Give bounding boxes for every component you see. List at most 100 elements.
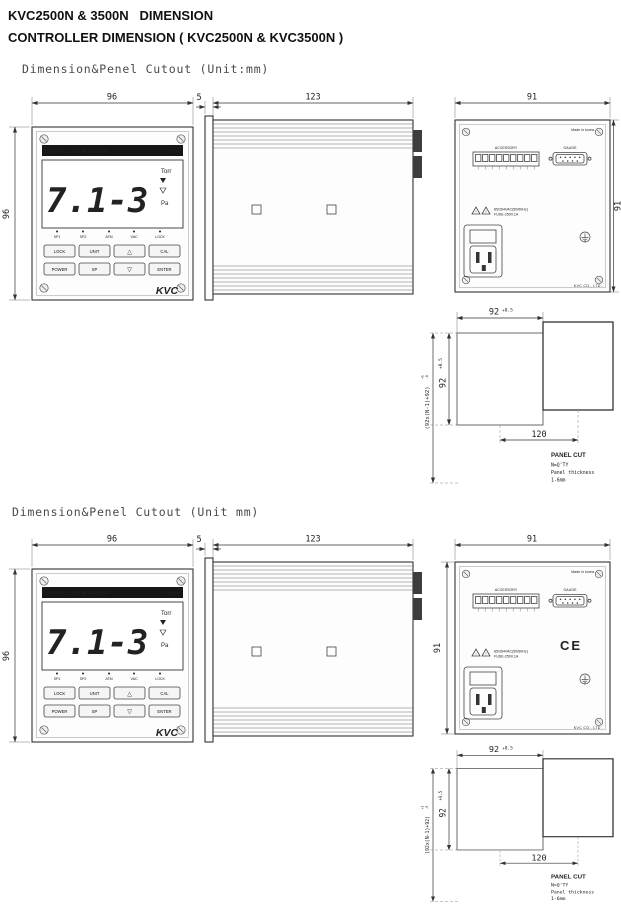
accessory-label: ACCESSORY: [495, 588, 518, 592]
warning-exclamation: !: [486, 210, 487, 214]
indicator-vac: VAC: [130, 677, 138, 681]
brand-bar: [42, 587, 183, 598]
side-body: [204, 557, 422, 743]
cal-button-label: CAL: [160, 249, 169, 254]
warning-triangle-icon: [481, 206, 491, 215]
indicator-atm: ATM: [105, 235, 112, 239]
socket-opening: [469, 687, 497, 716]
rear-connector-tab: [413, 130, 422, 152]
cut-height-label: 92: [439, 378, 449, 388]
power-inlet-socket: [463, 666, 503, 720]
front-panel: DIGITAL SHIM GAUGE KVC2500 7.1-3 Torr Pa…: [31, 126, 194, 301]
formula-tolerance-plus: +1: [420, 806, 424, 810]
indicator-row: SP1 SP2 ATM VAC LOCK: [54, 230, 165, 239]
cut-width-tolerance: +0.5: [502, 746, 513, 751]
front-height-dimension: 96: [2, 568, 30, 743]
power-button-label: POWER: [52, 267, 68, 272]
front-view-drawing-2: 96 96 DIGITAL SHIM GAUGE KVC3500 7.1-3 T…: [2, 535, 194, 743]
voltage-rating-label: 85/264VAC(50/60Hz): [494, 208, 528, 212]
gauge-label: GAUGE: [564, 146, 578, 150]
back-width-label: 91: [527, 535, 537, 545]
down-button: [113, 262, 146, 276]
front-width-dimension: 96: [31, 535, 194, 567]
indicator-lock: LOCK: [155, 677, 165, 681]
indicator-lock: LOCK: [155, 235, 165, 239]
indicator-vac: VAC: [130, 235, 138, 239]
lock-button: [43, 244, 76, 258]
company-label: KVC CO., LTD.: [574, 284, 602, 288]
rear-connector-tab: [413, 598, 422, 620]
case-screw-boss: [326, 646, 337, 657]
side-width-label: 123: [305, 535, 320, 545]
display-digits: 7.1-3: [46, 181, 148, 221]
fuse-rating-label: FUSE-250V,1A: [494, 655, 519, 659]
brand-logo: KVC: [156, 727, 179, 739]
cut-width-dimension: 92 +0.5: [456, 746, 544, 769]
formula-tolerance-minus: -0: [425, 806, 429, 810]
panel-cut-notes: PANEL CUT N=Q'TY Panel thickness 1-6mm: [551, 875, 594, 902]
cutout-hole-outline: [456, 768, 544, 851]
back-view-drawing-2: 91 91 Made in korea ACCESSORY: [433, 535, 611, 735]
fuse-drawer: [469, 229, 497, 244]
housing-body: [212, 119, 414, 295]
side-view-drawing-1: 123 5: [196, 93, 422, 301]
unit-pa-label: Pa: [161, 643, 169, 649]
indicator-sp2: SP2: [80, 677, 87, 681]
cal-button: [148, 244, 181, 258]
corner-screw: [176, 725, 186, 735]
section2-header: Dimension&Penel Cutout (Unit mm): [12, 505, 260, 519]
pitch-dimension: 120: [499, 854, 579, 866]
cutout-hole-outline: [456, 332, 544, 426]
adjacent-panel-square: [542, 758, 614, 838]
formula-tolerance-plus: +1: [421, 375, 425, 379]
pitch-label: 120: [531, 430, 546, 440]
case-screw-boss: [251, 204, 262, 215]
power-rating-note: ! ! 85/264VAC(50/60Hz) FUSE-250V,1A: [471, 648, 528, 659]
lock-button-label: LOCK: [54, 691, 66, 696]
accessory-terminal-block: [472, 593, 540, 612]
case-screw-boss: [326, 204, 337, 215]
brand-bar: [42, 145, 183, 156]
panel-cutout-drawing-2: 92 +0.5 92 +0.5 (92x(N-1)+92) +1 -0 120 …: [420, 746, 614, 902]
fuse-drawer: [469, 671, 497, 686]
panel-thickness-note: Panel thickness: [551, 470, 594, 476]
corner-screw: [176, 576, 186, 586]
sp-button: [78, 262, 111, 276]
front-panel-bezel: [36, 573, 189, 738]
rear-connector-tab: [413, 156, 422, 178]
vent-ribs-bottom: [213, 265, 413, 291]
ground-terminal-icon: [579, 673, 591, 685]
side-width-label: 123: [305, 93, 320, 103]
warning-triangle-icon: [481, 648, 491, 657]
sp-button: [78, 704, 111, 718]
up-button: [113, 686, 146, 700]
panel-cut-notes: PANEL CUT N=Q'TY Panel thickness 1-6mm: [551, 452, 594, 484]
side-flange-dimension: 5: [196, 93, 221, 114]
side-flange-dimension: 5: [196, 535, 221, 556]
back-panel-frame: [454, 561, 611, 735]
up-arrow-icon: △: [127, 248, 132, 255]
lock-button-label: LOCK: [54, 249, 66, 254]
stack-formula-label: (92x(N-1)+92): [425, 816, 431, 854]
corner-screw: [594, 127, 604, 137]
power-button-label: POWER: [52, 709, 68, 714]
brand-logo: KVC: [156, 285, 179, 297]
panel-cut-title: PANEL CUT: [551, 452, 586, 459]
panel-cut-qty-note: N=Q'TY: [551, 463, 568, 469]
stack-formula-dimension: (92x(N-1)+92) +1 -0: [421, 332, 436, 484]
indicator-atm: ATM: [105, 677, 112, 681]
warning-exclamation: !: [486, 652, 487, 656]
corner-screw: [594, 569, 604, 579]
brand-label: DIGITAL SHIM GAUGE: [45, 591, 110, 597]
back-panel: Made in korea ACCESSORY GAUGE: [454, 119, 611, 293]
corner-screw: [39, 134, 49, 144]
doc-title-line2: CONTROLLER DIMENSION ( KVC2500N & KVC350…: [8, 30, 344, 45]
accessory-label: ACCESSORY: [495, 146, 518, 150]
indicator-sp1: SP1: [54, 235, 61, 239]
panel-cut-qty-note: N=Q'TY: [551, 883, 569, 889]
warning-triangle-icon: [471, 206, 481, 215]
stack-formula-label: (92x(N-1)+92): [425, 386, 431, 429]
front-panel-bezel: [36, 131, 189, 296]
enter-button: [148, 262, 181, 276]
unit-marker-filled-icon: [160, 620, 166, 625]
